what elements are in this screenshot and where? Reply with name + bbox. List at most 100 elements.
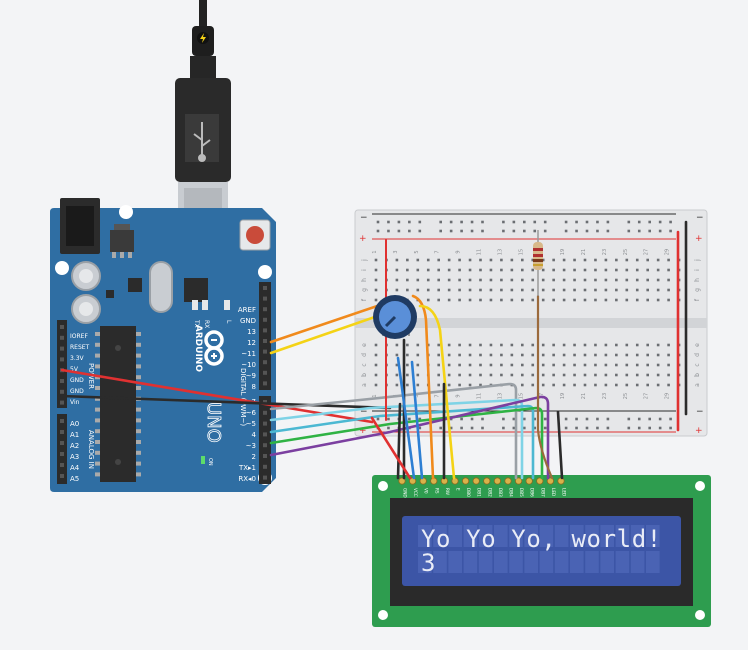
- breadboard-hole[interactable]: [458, 343, 461, 347]
- breadboard-hole[interactable]: [468, 343, 472, 347]
- breadboard-hole[interactable]: [573, 373, 576, 377]
- breadboard-hole[interactable]: [437, 288, 440, 292]
- breadboard-hole[interactable]: [562, 353, 566, 357]
- breadboard-hole[interactable]: [395, 373, 399, 377]
- breadboard-hole[interactable]: [447, 373, 451, 377]
- breadboard-hole[interactable]: [541, 343, 545, 347]
- breadboard-hole[interactable]: [406, 363, 409, 367]
- header-hole[interactable]: [263, 328, 267, 333]
- breadboard-hole[interactable]: [562, 363, 566, 367]
- breadboard-hole[interactable]: [374, 268, 378, 272]
- header-hole[interactable]: [60, 430, 64, 434]
- wire-lcd-led-k[interactable]: [556, 410, 564, 480]
- breadboard-hole[interactable]: [406, 383, 409, 387]
- breadboard-hole[interactable]: [374, 278, 378, 282]
- breadboard-hole[interactable]: [541, 383, 545, 387]
- rail-hole[interactable]: [637, 229, 641, 233]
- breadboard-hole[interactable]: [667, 298, 670, 302]
- breadboard-hole[interactable]: [406, 268, 409, 272]
- breadboard-hole[interactable]: [573, 343, 576, 347]
- header-hole[interactable]: [263, 307, 267, 312]
- breadboard-hole[interactable]: [531, 383, 535, 387]
- rail-hole[interactable]: [512, 229, 516, 233]
- breadboard-hole[interactable]: [479, 268, 482, 272]
- breadboard-hole[interactable]: [521, 353, 524, 357]
- breadboard-hole[interactable]: [667, 363, 670, 367]
- breadboard-hole[interactable]: [646, 363, 649, 367]
- breadboard-hole[interactable]: [458, 278, 461, 282]
- rail-hole[interactable]: [387, 426, 390, 430]
- breadboard-hole[interactable]: [594, 278, 597, 282]
- rail-hole[interactable]: [606, 229, 610, 233]
- breadboard-hole[interactable]: [562, 268, 566, 272]
- rail-hole[interactable]: [481, 426, 484, 430]
- breadboard-hole[interactable]: [500, 258, 503, 262]
- breadboard-hole[interactable]: [646, 383, 649, 387]
- breadboard-hole[interactable]: [667, 383, 670, 387]
- header-hole[interactable]: [263, 464, 267, 469]
- breadboard-hole[interactable]: [594, 343, 597, 347]
- breadboard-hole[interactable]: [458, 353, 461, 357]
- lcd-pin[interactable]: [536, 477, 544, 485]
- breadboard-hole[interactable]: [521, 278, 524, 282]
- breadboard-hole[interactable]: [458, 363, 461, 367]
- breadboard-hole[interactable]: [447, 353, 451, 357]
- breadboard-hole[interactable]: [416, 268, 420, 272]
- breadboard-hole[interactable]: [531, 373, 535, 377]
- breadboard-hole[interactable]: [531, 363, 535, 367]
- breadboard-hole[interactable]: [667, 343, 670, 347]
- breadboard-hole[interactable]: [594, 288, 597, 292]
- breadboard-hole[interactable]: [437, 278, 440, 282]
- rail-hole[interactable]: [669, 426, 672, 430]
- breadboard-hole[interactable]: [615, 343, 618, 347]
- rail-hole[interactable]: [658, 417, 662, 421]
- rail-hole[interactable]: [648, 417, 651, 421]
- breadboard-hole[interactable]: [604, 268, 608, 272]
- breadboard-hole[interactable]: [615, 258, 618, 262]
- rail-hole[interactable]: [533, 220, 537, 224]
- breadboard-hole[interactable]: [594, 353, 597, 357]
- breadboard-hole[interactable]: [489, 288, 493, 292]
- breadboard-hole[interactable]: [635, 258, 639, 262]
- breadboard-hole[interactable]: [489, 268, 493, 272]
- breadboard-hole[interactable]: [510, 353, 514, 357]
- reset-button-cap[interactable]: [246, 226, 264, 244]
- breadboard-hole[interactable]: [562, 343, 566, 347]
- lcd-pin[interactable]: [504, 477, 512, 485]
- rail-hole[interactable]: [449, 229, 453, 233]
- breadboard-hole[interactable]: [625, 373, 629, 377]
- rail-hole[interactable]: [658, 220, 662, 224]
- header-hole[interactable]: [263, 400, 267, 404]
- header-hole[interactable]: [60, 452, 64, 456]
- breadboard-hole[interactable]: [552, 268, 555, 272]
- breadboard-hole[interactable]: [531, 343, 535, 347]
- rail-hole[interactable]: [627, 229, 631, 233]
- breadboard-hole[interactable]: [562, 278, 566, 282]
- breadboard-hole[interactable]: [521, 383, 524, 387]
- breadboard-hole[interactable]: [416, 353, 420, 357]
- breadboard-hole[interactable]: [447, 343, 451, 347]
- breadboard-hole[interactable]: [604, 353, 608, 357]
- breadboard-hole[interactable]: [656, 373, 660, 377]
- header-hole[interactable]: [60, 346, 64, 351]
- breadboard-hole[interactable]: [500, 363, 503, 367]
- breadboard-hole[interactable]: [521, 268, 524, 272]
- rail-hole[interactable]: [596, 220, 599, 224]
- rail-hole[interactable]: [533, 417, 537, 421]
- breadboard-hole[interactable]: [573, 353, 576, 357]
- rail-hole[interactable]: [637, 220, 641, 224]
- header-hole[interactable]: [60, 389, 64, 394]
- rail-hole[interactable]: [564, 417, 568, 421]
- breadboard-hole[interactable]: [447, 288, 451, 292]
- rail-hole[interactable]: [523, 220, 526, 224]
- breadboard-hole[interactable]: [447, 363, 451, 367]
- breadboard-hole[interactable]: [395, 363, 399, 367]
- wire-purple-pin3[interactable]: [269, 395, 550, 480]
- breadboard-hole[interactable]: [615, 298, 618, 302]
- breadboard-hole[interactable]: [521, 363, 524, 367]
- breadboard-hole[interactable]: [635, 278, 639, 282]
- rail-hole[interactable]: [637, 426, 641, 430]
- breadboard-hole[interactable]: [521, 373, 524, 377]
